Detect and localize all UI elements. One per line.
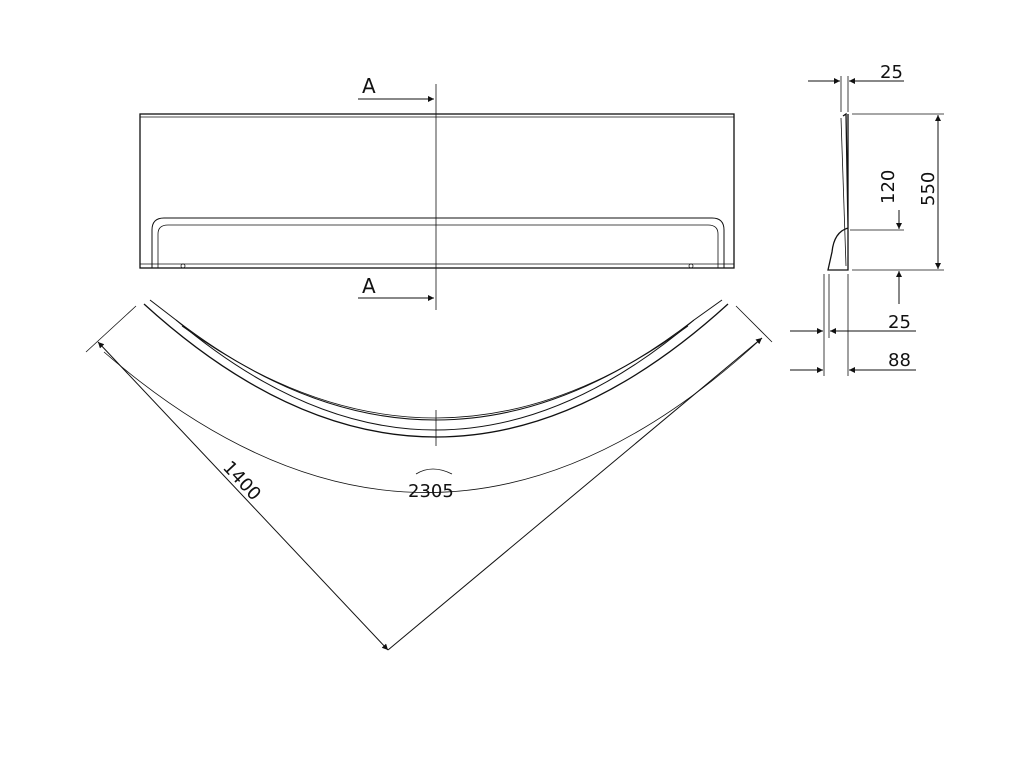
arc-length-symbol bbox=[415, 468, 453, 475]
corner-ext-left bbox=[85, 305, 137, 353]
dim-arc-length: 2305 bbox=[408, 481, 454, 502]
front-panel-hole-right bbox=[688, 263, 694, 269]
front-view bbox=[139, 113, 735, 269]
dim-corner-size: 1400 bbox=[218, 457, 265, 505]
front-panel-lip bbox=[151, 217, 725, 268]
corner-dim-left bbox=[97, 341, 389, 651]
profile-inner-line bbox=[840, 117, 847, 267]
dim-lip-offset: 25 bbox=[888, 312, 911, 333]
section-line-a: A A bbox=[358, 74, 437, 310]
dim-thickness-top: 25 bbox=[880, 62, 903, 83]
dim-height-total: 550 bbox=[918, 172, 939, 206]
section-marker-top: A bbox=[362, 74, 376, 98]
arc-length-dimension bbox=[103, 337, 763, 493]
corner-ext-right bbox=[735, 305, 773, 343]
section-marker-bottom: A bbox=[362, 274, 376, 298]
plan-inner-arc bbox=[175, 319, 695, 421]
section-profile: 25 550 120 25 88 bbox=[790, 62, 944, 376]
dim-base-depth: 88 bbox=[888, 350, 911, 371]
front-panel-hole-left bbox=[180, 263, 186, 269]
plan-view: 1400 2305 bbox=[85, 299, 773, 651]
dim-lip-height: 120 bbox=[878, 170, 899, 204]
front-panel-lip-inner bbox=[157, 224, 719, 268]
front-panel-outline bbox=[139, 113, 735, 269]
profile-outline bbox=[827, 112, 849, 271]
plan-inner-arc-2 bbox=[181, 325, 689, 419]
